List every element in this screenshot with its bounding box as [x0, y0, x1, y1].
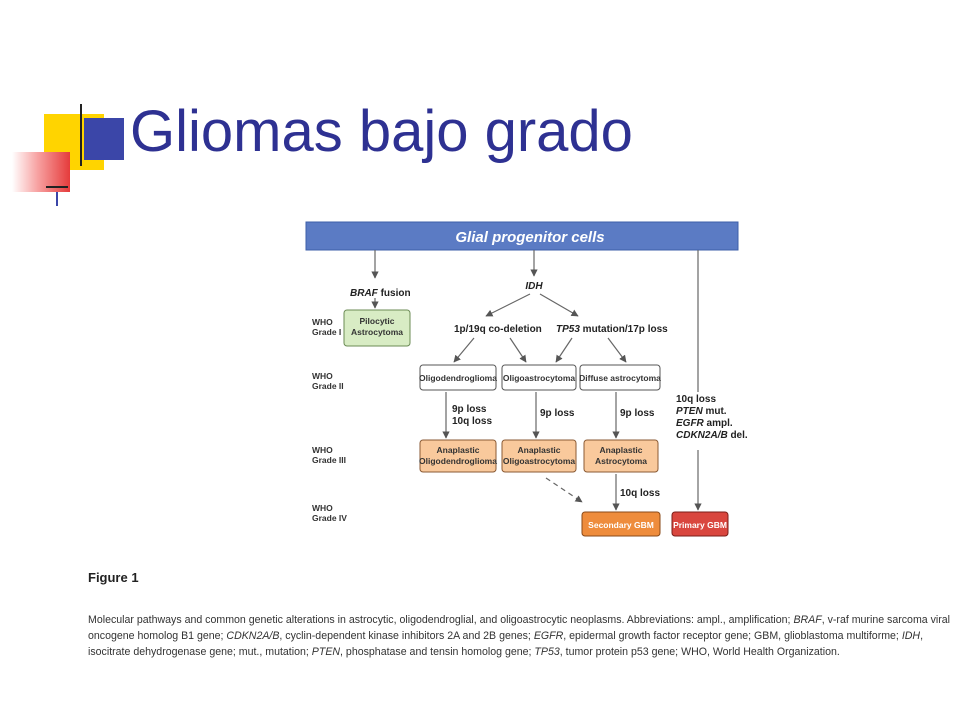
primary-alt-cdkn: CDKN2A/B del. [676, 430, 748, 441]
diffuse-astrocytoma-node [579, 364, 661, 391]
oligoastrocytoma-label: Oligoastrocytoma [503, 373, 576, 383]
diffuse-astrocytoma-label: Diffuse astrocytoma [579, 373, 661, 383]
oligodendroglioma-label: Oligodendroglioma [419, 373, 497, 383]
astro-alterations: 9p loss [620, 408, 655, 419]
oligoastro-alterations: 9p loss [540, 408, 575, 419]
figure-caption: Molecular pathways and common genetic al… [88, 614, 951, 658]
arrow-codel-oligoastro [509, 337, 527, 363]
oligodendroglioma-node [419, 364, 497, 391]
primary-gbm-label: Primary GBM [673, 520, 727, 530]
primary-alt-10q: 10q loss [676, 394, 716, 405]
arrow-tp53-diffuse [607, 337, 627, 363]
deco-horizontal-line [46, 186, 68, 188]
secondary-gbm-node [581, 511, 661, 537]
idh-label: IDH [525, 281, 543, 292]
arrow-codel-oligo [453, 337, 475, 363]
primary-gbm-node [671, 511, 729, 537]
header-bar [305, 221, 739, 251]
deco-red-square [12, 152, 70, 192]
codeletion-label: 1p/19q co-deletion [454, 324, 542, 335]
tp53-label: TP53 mutation/17p loss [556, 324, 668, 335]
figure-label: Figure 1 [88, 570, 139, 585]
arrow-dashed-secondary-gbm [545, 477, 583, 503]
deco-blue-square [84, 118, 124, 160]
primary-alt-pten: PTEN mut. [676, 406, 727, 417]
primary-alt-egfr: EGFR ampl. [676, 418, 733, 429]
secondary-gbm-label: Secondary GBM [588, 520, 654, 530]
anaplastic-oligoastrocytoma-node [501, 439, 577, 473]
anaplastic-astrocytoma-node [583, 439, 659, 473]
header-label: Glial progenitor cells [455, 229, 604, 246]
deco-small-tick [56, 192, 58, 206]
pilocytic-node [343, 309, 411, 347]
anaplastic-oligodendroglioma-node [419, 439, 497, 473]
braf-fusion-label: BRAF fusion [350, 288, 411, 299]
arrow-idh-codeletion [485, 293, 531, 317]
deco-vertical-line [80, 104, 82, 166]
secondary-gbm-alteration: 10q loss [620, 488, 660, 499]
slide-title: Gliomas bajo grado [130, 99, 633, 164]
oligoastrocytoma-node [501, 364, 577, 391]
arrow-tp53-oligoastro [555, 337, 573, 363]
arrow-idh-tp53 [539, 293, 579, 317]
